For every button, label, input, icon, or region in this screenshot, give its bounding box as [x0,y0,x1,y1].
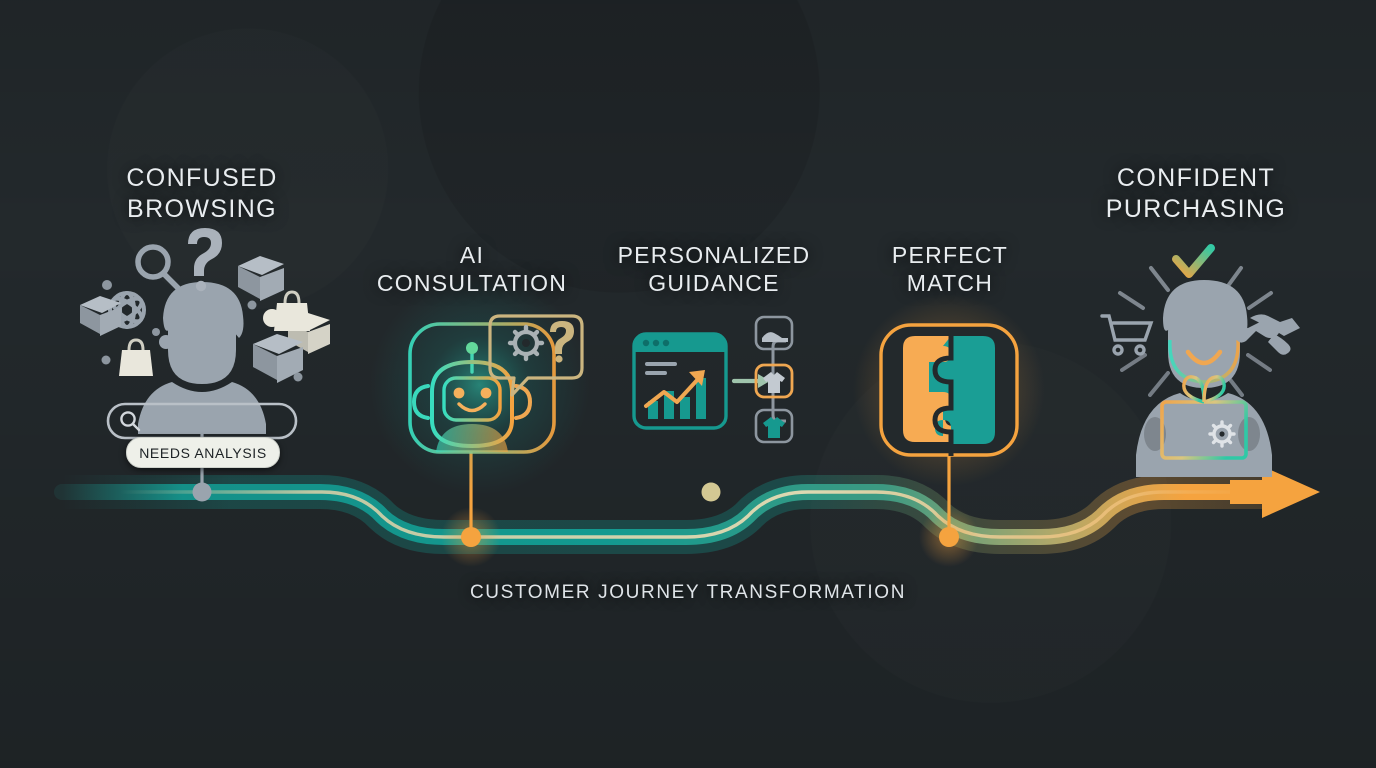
happy-buyer-gift-icon [1100,244,1300,477]
box-icon-4 [253,334,303,383]
robot-glow [370,275,590,495]
gift-box-icon [1160,375,1248,460]
dot-icon [263,309,281,327]
node-perfect-match[interactable] [939,527,959,547]
shopping-cart-icon [1100,314,1154,356]
dot-icon [101,355,111,365]
puzzle-match-icon [853,294,1045,486]
shopping-bag-icon-1 [274,290,310,331]
product-card-tshirt-selected [754,363,794,399]
node-ai-consultation[interactable] [461,527,481,547]
needs-analysis-badge[interactable]: NEEDS ANALYSIS [126,437,280,468]
shopping-bag-icon-2 [119,338,153,376]
dot-icon [102,280,112,290]
box-icon-1 [238,256,284,301]
handshake-icon [1234,314,1300,355]
gear-icon [1208,420,1236,448]
dot-icon [293,372,303,382]
smile-icon [1185,349,1223,366]
dot-icon [152,328,160,336]
ai-robot-icon [370,275,590,495]
node-confused-browsing[interactable] [192,482,212,502]
search-icon [120,411,141,432]
journey-path-inner-line [118,490,1270,539]
product-card-tshirt-teal [754,408,794,444]
product-card-shoe [754,315,794,351]
figure-caption: CUSTOMER JOURNEY TRANSFORMATION [469,582,907,603]
check-icon [1172,244,1215,278]
dot-icon [247,300,257,310]
gear-icon [507,324,545,362]
question-mark-icon [188,228,222,292]
node-personalized-guidance[interactable] [701,482,721,502]
speech-bubble-icon [488,314,584,397]
confused-shopper-icon [80,228,330,440]
analytics-recommendation-icon [632,315,794,444]
magnifier-icon [135,244,181,291]
box-icon-3 [80,296,121,336]
question-mark-icon [550,321,574,363]
right-arrow-icon [1230,466,1320,518]
